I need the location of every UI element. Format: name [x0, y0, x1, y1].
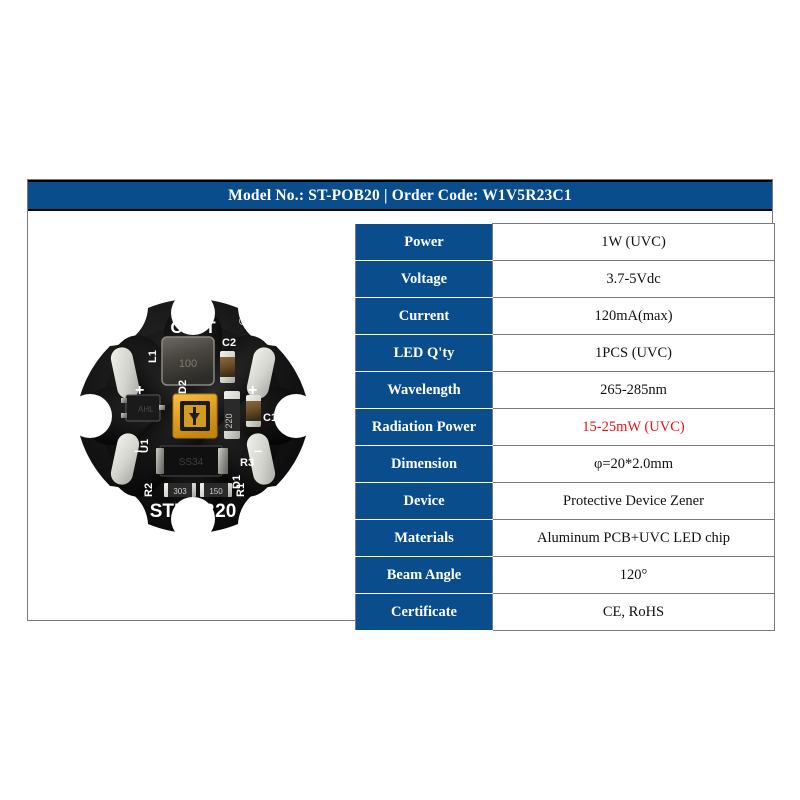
spec-value-materials: Aluminum PCB+UVC LED chip [492, 519, 775, 557]
component-inductor-l1: 100 L1 [147, 336, 215, 386]
component-uvc-led-emitter [172, 393, 218, 439]
table-row: LED Q'ty 1PCS (UVC) [355, 334, 775, 372]
component-capacitor-c2: C2 [220, 337, 236, 383]
diode2-ref-label: D2 [177, 380, 189, 394]
spec-label-materials: Materials [355, 519, 493, 557]
spec-value-radiation-power: 15-25mW (UVC) [492, 408, 775, 446]
table-row: Voltage 3.7-5Vdc [355, 260, 775, 298]
product-image-pcb: + + − − CXST ® 100 L1 C2 [38, 221, 348, 611]
spec-value-beam-angle: 120° [492, 556, 775, 594]
component-resistor-r3: 220 R3 [224, 391, 254, 469]
spec-label-led-qty: LED Q'ty [355, 334, 493, 372]
spec-label-radiation-power: Radiation Power [355, 408, 493, 446]
pcb-brand-label: CXST [170, 318, 216, 337]
resistor-a-code-label: 303 [173, 487, 187, 496]
inductor-ref-label: L1 [147, 350, 159, 363]
spec-label-voltage: Voltage [355, 260, 493, 298]
pcb-polarity-marks: + + − − [134, 382, 262, 459]
spec-label-certificate: Certificate [355, 593, 493, 631]
spec-value-current: 120mA(max) [492, 297, 775, 335]
table-row: Wavelength 265-285nm [355, 371, 775, 409]
spec-label-current: Current [355, 297, 493, 335]
registered-trademark-icon: ® [239, 316, 247, 328]
polarity-minus-left: − [134, 443, 142, 459]
table-row: Materials Aluminum PCB+UVC LED chip [355, 519, 775, 557]
spec-label-beam-angle: Beam Angle [355, 556, 493, 594]
diode-d1-ref-label: D1 [231, 475, 243, 489]
table-row: Radiation Power 15-25mW (UVC) [355, 408, 775, 446]
spec-value-certificate: CE, RoHS [492, 593, 775, 631]
spec-label-wavelength: Wavelength [355, 371, 493, 409]
component-ic-u1: AHL U1 [121, 394, 165, 453]
table-row: Beam Angle 120° [355, 556, 775, 594]
product-spec-card: Model No.: ST-POB20 | Order Code: W1V5R2… [27, 179, 775, 631]
resistor-r3-code-label: 220 [224, 413, 234, 428]
component-resistor-row: 303 150 R2 R1 [143, 483, 247, 497]
polarity-plus-left: + [135, 382, 144, 399]
table-row: Power 1W (UVC) [355, 223, 775, 261]
cap1-ref-label: C1 [263, 412, 277, 424]
polarity-minus-right: − [254, 443, 262, 459]
resistor-b-code-label: 150 [209, 487, 223, 496]
spec-label-dimension: Dimension [355, 445, 493, 483]
cap2-ref-label: C2 [222, 337, 236, 349]
spec-value-led-qty: 1PCS (UVC) [492, 334, 775, 372]
table-row: Dimension φ=20*2.0mm [355, 445, 775, 483]
card-header-band: Model No.: ST-POB20 | Order Code: W1V5R2… [28, 180, 772, 211]
model-order-code-title: Model No.: ST-POB20 | Order Code: W1V5R2… [228, 186, 572, 204]
specification-table: Power 1W (UVC) Voltage 3.7-5Vdc Current … [355, 223, 775, 631]
resistor-r1-ref-label: R1 [235, 483, 247, 497]
spec-value-power: 1W (UVC) [492, 223, 775, 261]
table-row: Device Protective Device Zener [355, 482, 775, 520]
spec-value-dimension: φ=20*2.0mm [492, 445, 775, 483]
svg-text:AHL: AHL [138, 405, 154, 414]
spec-table-body: Power 1W (UVC) Voltage 3.7-5Vdc Current … [355, 223, 775, 631]
component-capacitor-c1: C1 [246, 395, 277, 427]
pcb-solder-pads [110, 347, 276, 485]
spec-value-wavelength: 265-285nm [492, 371, 775, 409]
spec-value-device: Protective Device Zener [492, 482, 775, 520]
component-diode-d1: SS34 D1 [156, 445, 243, 489]
spec-value-voltage: 3.7-5Vdc [492, 260, 775, 298]
spec-label-device: Device [355, 482, 493, 520]
ic-ref-label: U1 [139, 439, 151, 453]
table-row: Current 120mA(max) [355, 297, 775, 335]
resistor-r2-ref-label: R2 [143, 483, 155, 497]
table-row: Certificate CE, RoHS [355, 593, 775, 631]
resistor-r3-ref-label: R3 [240, 457, 254, 469]
polarity-plus-right: + [248, 382, 257, 399]
spec-label-power: Power [355, 223, 493, 261]
pcb-illustration: + + − − CXST ® 100 L1 C2 [68, 291, 318, 541]
card-body: + + − − CXST ® 100 L1 C2 [28, 213, 775, 631]
diode-d1-code-label: SS34 [179, 457, 204, 468]
pcb-model-silkscreen: STPOB20 [150, 501, 237, 522]
inductor-code-label: 100 [179, 358, 197, 370]
